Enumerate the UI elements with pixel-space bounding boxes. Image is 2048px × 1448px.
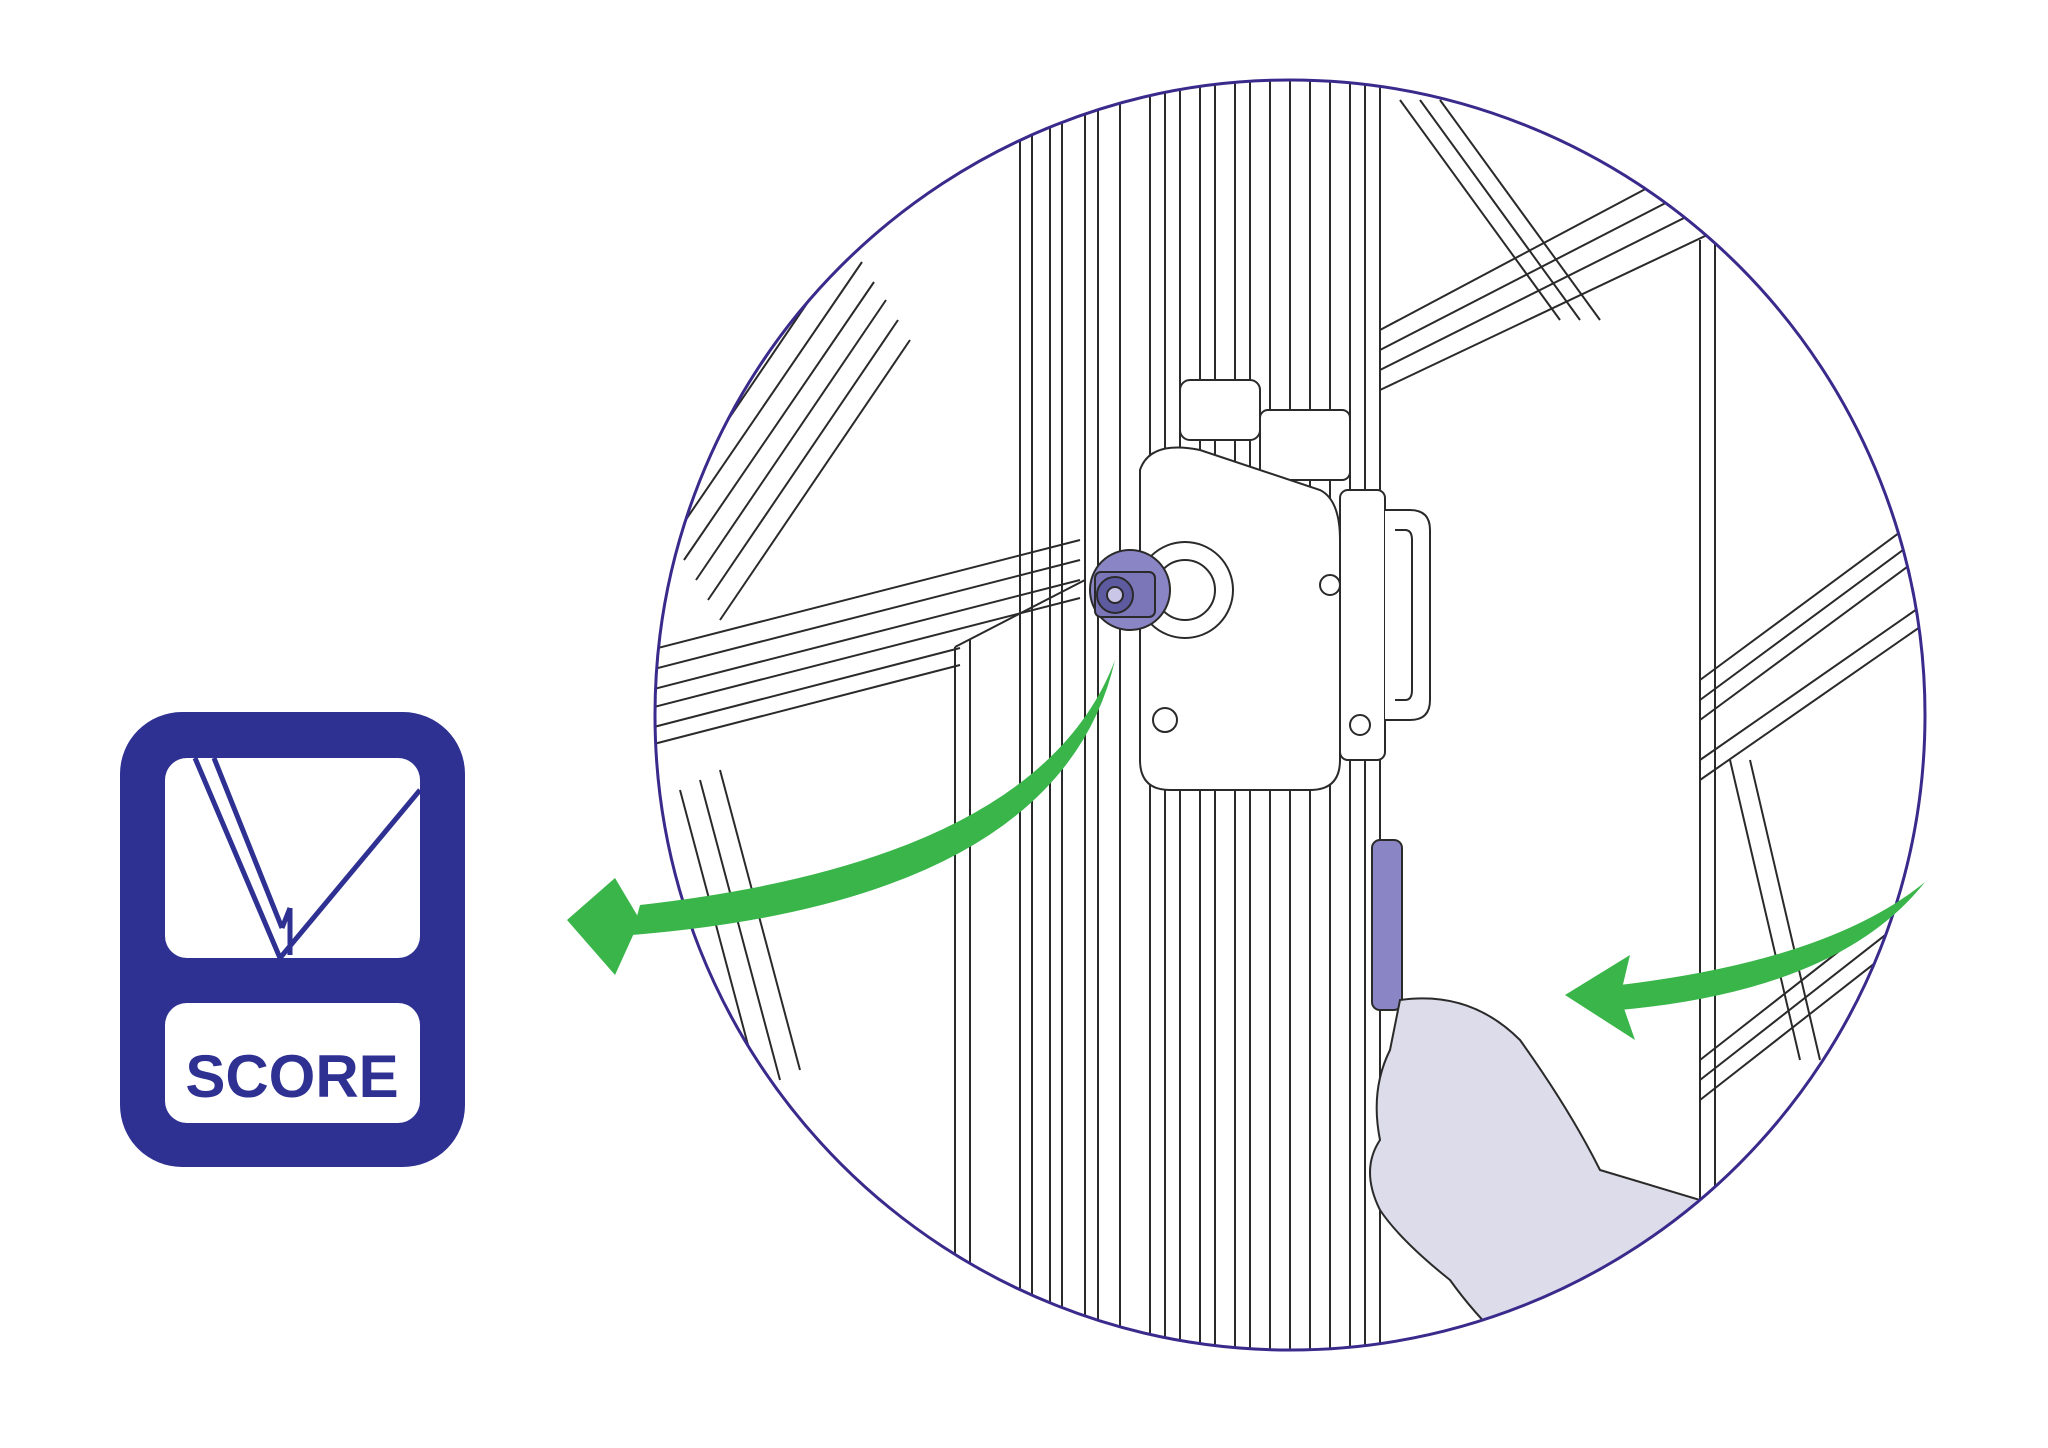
- magnified-circle-outline: [653, 78, 1927, 1352]
- feeder-mechanism: [1136, 379, 1431, 791]
- right-truss: [1379, 99, 1925, 1240]
- score-icon: SCORE: [120, 712, 465, 1167]
- curved-arrow-in-icon: [1565, 882, 1925, 1040]
- purple-knob: [1089, 549, 1171, 631]
- purple-handle: [1371, 839, 1403, 1011]
- score-blade-icon: [192, 757, 422, 960]
- score-label: SCORE: [185, 1043, 398, 1110]
- magnified-circle: [653, 78, 1927, 1352]
- curved-arrow-left-icon: [567, 660, 1115, 975]
- left-truss: [655, 239, 1081, 1091]
- hand: [1369, 997, 1722, 1350]
